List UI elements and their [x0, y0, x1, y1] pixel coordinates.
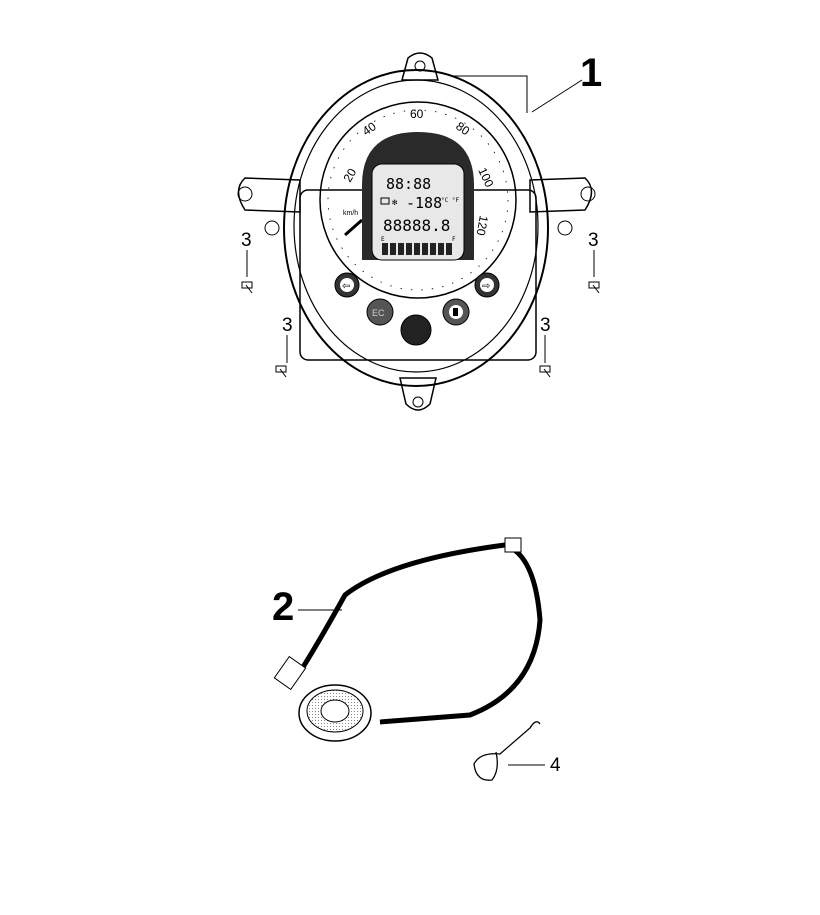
speed-sensor: [298, 684, 372, 742]
speedometer-cable: [273, 537, 543, 742]
fuel-empty-label: E: [381, 236, 385, 243]
leader-1-bracket: [452, 75, 528, 113]
housing-outer: [283, 69, 549, 387]
lcd-odometer: 88888.8: [383, 216, 450, 235]
arrow-left-icon: ⇦: [342, 281, 350, 292]
turn-left-indicator: ⇦: [334, 272, 360, 298]
retaining-clip: [473, 721, 541, 781]
callout-1: 1: [580, 51, 602, 95]
side-bracket-right: [529, 177, 596, 236]
callout-3-right: 3: [588, 230, 599, 251]
tick-100: 100: [475, 165, 496, 189]
lcd-temp-units: °C °F: [441, 197, 459, 204]
callout-4: 4: [550, 755, 561, 776]
fuel-full-label: F: [452, 236, 456, 243]
instrument-cluster: 20 40 60 80 100 120 km/h 88:88 -188 °C °…: [237, 52, 596, 411]
callout-3-lower-left: 3: [282, 315, 293, 336]
screw-icon: [275, 365, 287, 378]
frost-icon: ✻: [392, 198, 398, 208]
callout-3-left: 3: [241, 230, 252, 251]
screw-icon: [539, 365, 551, 378]
lcd-screen: [371, 163, 465, 261]
tick-20: 20: [340, 166, 359, 185]
screw-icon: [588, 281, 600, 294]
fuel-pump-icon: [453, 308, 458, 316]
fuel-bar-graph: [382, 243, 452, 255]
screw-icon: [241, 281, 253, 294]
tick-120: 120: [474, 214, 491, 236]
mode-button-label: EC: [372, 308, 385, 318]
arrow-right-icon: ⇨: [482, 281, 490, 292]
cable-end-nut: [273, 655, 307, 691]
speed-dial: [319, 101, 517, 299]
bezel: [293, 79, 539, 373]
screw-group: 3 3 3 3: [241, 230, 600, 378]
tick-60: 60: [410, 107, 424, 121]
tick-80: 80: [453, 119, 472, 138]
turn-right-indicator: ⇨: [474, 272, 500, 298]
lcd-temp: -188: [406, 194, 442, 212]
leader-1: [531, 79, 583, 113]
battery-icon: [380, 197, 390, 205]
bottom-tab: [399, 377, 437, 411]
center-button: [400, 314, 432, 346]
cable-connector-top: [504, 537, 522, 553]
unit-label: km/h: [343, 210, 358, 217]
mode-button: EC: [366, 298, 394, 326]
side-bracket-left: [237, 177, 301, 236]
tick-40: 40: [360, 119, 379, 138]
fuel-indicator: [442, 298, 470, 326]
needle: [344, 218, 363, 237]
lcd-clock: 88:88: [386, 175, 431, 193]
callout-3-lower-right: 3: [540, 315, 551, 336]
callout-2: 2: [272, 585, 294, 629]
top-tab: [401, 52, 439, 81]
